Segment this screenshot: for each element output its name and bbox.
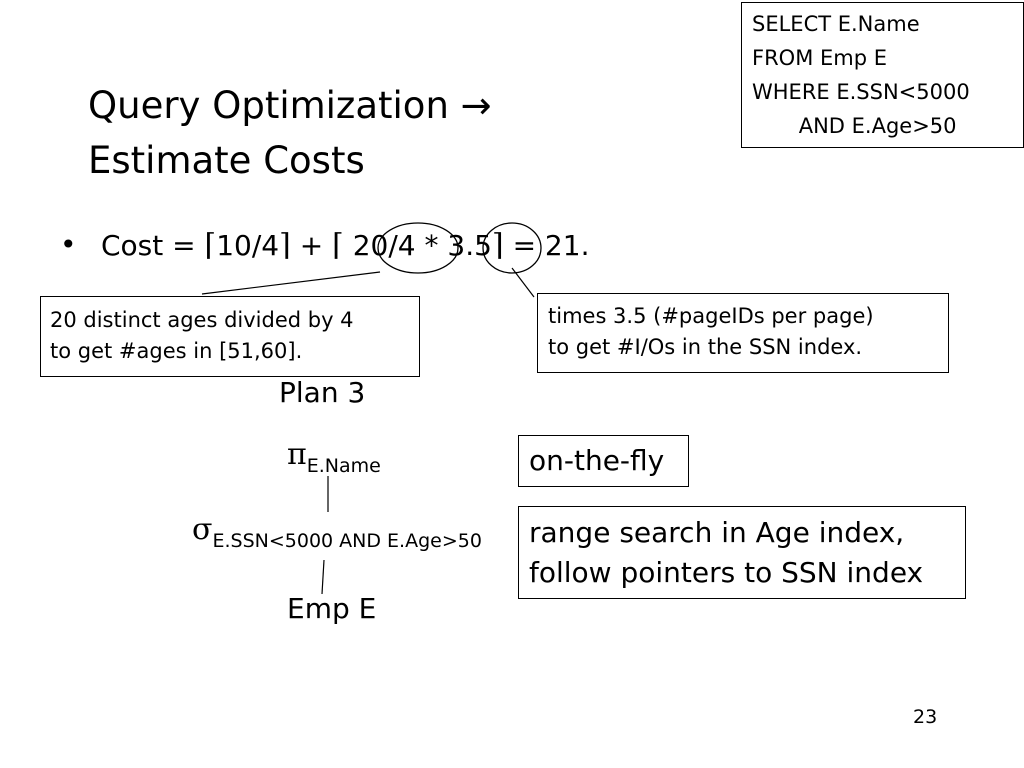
- ceil-close-icon: ⌉: [279, 228, 291, 263]
- cost-plus: +: [290, 229, 333, 262]
- note-line: 20 distinct ages divided by 4: [50, 308, 354, 332]
- circle-20-4-icon: [377, 222, 459, 274]
- relation-node: Emp E: [287, 592, 377, 625]
- plan-title: Plan 3: [279, 376, 366, 409]
- annotation-line: follow pointers to SSN index: [529, 556, 924, 589]
- sql-query-box: SELECT E.Name FROM Emp E WHERE E.SSN<500…: [741, 2, 1024, 148]
- annotation-range-search: range search in Age index, follow pointe…: [518, 506, 966, 599]
- cost-times: *: [415, 229, 448, 262]
- annotation-line: range search in Age index,: [529, 516, 905, 549]
- selection-condition: E.SSN<5000 AND E.Age>50: [212, 530, 482, 552]
- cost-term-1: 10/4: [216, 229, 280, 262]
- ceil-open-icon: ⌈: [332, 228, 344, 263]
- cost-result: = 21.: [503, 229, 590, 262]
- tree-edge: [321, 559, 325, 595]
- title-line-2: Estimate Costs: [88, 139, 365, 182]
- projection-node: πE.Name: [287, 437, 381, 477]
- bullet-icon: •: [60, 228, 77, 261]
- note-line: times 3.5 (#pageIDs per page): [548, 304, 874, 328]
- sql-line: FROM Emp E: [752, 46, 887, 70]
- page-number: 23: [913, 706, 938, 728]
- callout-line-right: [511, 267, 535, 298]
- cost-label: Cost =: [101, 229, 205, 262]
- selection-node: σE.SSN<5000 AND E.Age>50: [192, 512, 482, 552]
- circle-3-5-icon: [482, 222, 542, 274]
- ceil-open-icon: ⌈: [204, 228, 217, 263]
- sql-line: SELECT E.Name: [752, 12, 920, 36]
- note-line: to get #I/Os in the SSN index.: [548, 335, 863, 359]
- cost-formula: Cost = ⌈10/4⌉ + ⌈ 20/4 * 3.5⌉ = 21.: [101, 228, 589, 263]
- sql-line: AND E.Age>50: [752, 114, 957, 138]
- annotation-on-the-fly: on-the-fly: [518, 435, 689, 487]
- callout-line-left: [201, 271, 381, 295]
- note-pageids: times 3.5 (#pageIDs per page) to get #I/…: [537, 293, 949, 373]
- ceil-close-icon: ⌉: [491, 228, 504, 263]
- sigma-icon: σ: [192, 512, 213, 547]
- note-line: to get #ages in [51,60].: [50, 339, 303, 363]
- title-line-1: Query Optimization →: [88, 84, 492, 127]
- note-distinct-ages: 20 distinct ages divided by 4 to get #ag…: [40, 296, 420, 377]
- projection-attribute: E.Name: [306, 455, 381, 477]
- slide-title: Query Optimization → Estimate Costs: [88, 78, 492, 188]
- pi-icon: π: [287, 437, 307, 472]
- sql-line: WHERE E.SSN<5000: [752, 80, 970, 104]
